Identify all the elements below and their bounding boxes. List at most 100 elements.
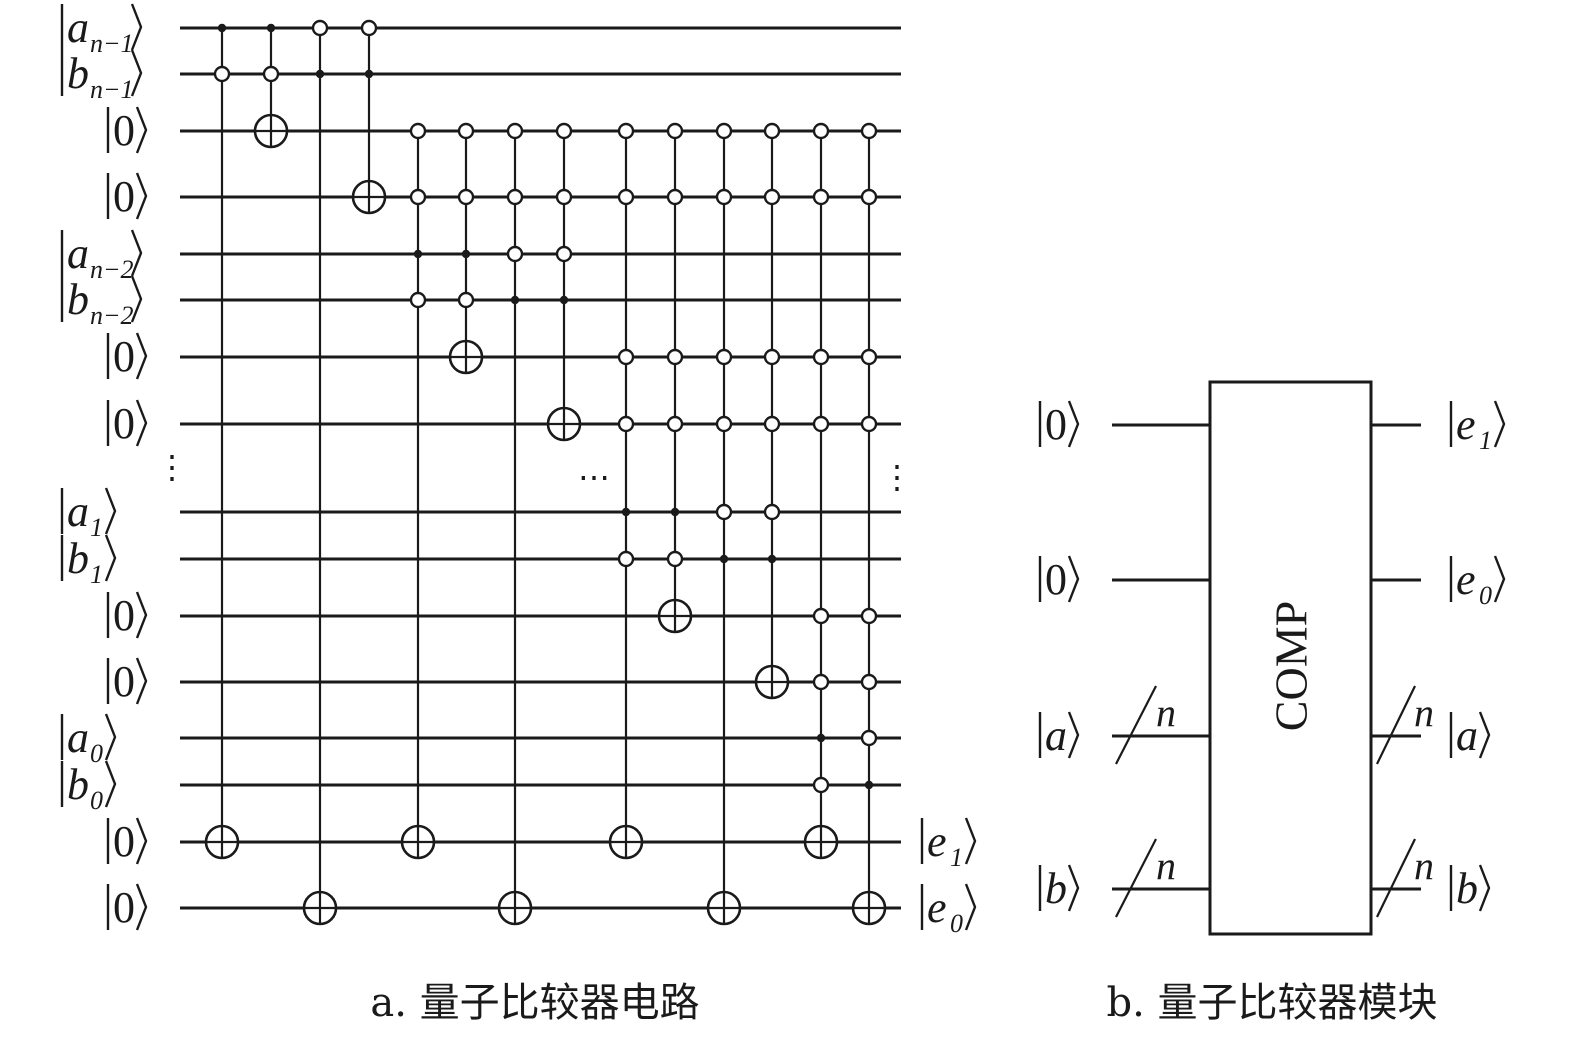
control-dot-filled	[413, 249, 423, 259]
control-dot-open	[360, 19, 378, 37]
target-xor-icon	[253, 113, 289, 149]
control-dot-open	[812, 348, 830, 366]
input-label-1-angle	[130, 49, 143, 97]
target-xor-icon	[851, 890, 887, 926]
control-dot-open	[555, 188, 573, 206]
ellipsis-vertical-right: ⋮	[881, 459, 913, 495]
module-caption: b. 量子比较器模块	[1106, 980, 1437, 1026]
bus-width-label: n	[1156, 843, 1176, 888]
input-label-12-sub: 0	[90, 739, 103, 768]
target-xor-icon	[302, 890, 338, 926]
control-dot-open	[311, 19, 329, 37]
control-dot-filled	[670, 507, 680, 517]
control-dot-open	[715, 188, 733, 206]
input-label-15-angle	[135, 883, 148, 931]
input-label-12-text: a	[67, 713, 89, 762]
gate-11	[754, 122, 790, 700]
control-dot-filled	[461, 249, 471, 259]
input-label-14-angle	[135, 817, 148, 865]
control-dot-open	[812, 607, 830, 625]
input-label-4-angle	[130, 229, 143, 277]
gate-0	[204, 23, 240, 860]
control-dot-open	[812, 415, 830, 433]
output-label-1-text: e	[927, 883, 947, 932]
input-label-2: 0	[106, 106, 148, 155]
input-label-15-text: 0	[113, 883, 135, 932]
input-label-14: 0	[106, 817, 148, 866]
control-dot-open	[617, 415, 635, 433]
bus-slash-icon	[1376, 838, 1416, 918]
input-label-6-text: 0	[113, 332, 135, 381]
control-dot-filled	[510, 295, 520, 305]
control-dot-open	[763, 122, 781, 140]
module-output-label-0-angle	[1493, 400, 1506, 448]
control-dot-open	[666, 122, 684, 140]
module-input-label-0: 0	[1038, 400, 1080, 449]
input-label-11: 0	[106, 657, 148, 706]
control-dot-open	[860, 122, 878, 140]
input-label-8-text: a	[67, 487, 89, 536]
input-label-14-text: 0	[113, 817, 135, 866]
module-input-label-0-text: 0	[1045, 400, 1067, 449]
module-output-label-3-angle	[1478, 864, 1491, 912]
input-label-0-text: a	[67, 3, 89, 52]
target-xor-icon	[400, 824, 436, 860]
target-xor-icon	[497, 890, 533, 926]
input-label-10: 0	[106, 591, 148, 640]
control-dot-open	[457, 188, 475, 206]
control-dot-open	[457, 291, 475, 309]
input-label-0-sub: n−1	[90, 29, 134, 58]
control-dot-open	[666, 415, 684, 433]
control-dot-open	[617, 550, 635, 568]
input-label-8-angle	[104, 487, 117, 535]
control-dot-open	[715, 503, 733, 521]
control-dot-open	[715, 348, 733, 366]
target-xor-icon	[204, 824, 240, 860]
control-dot-open	[860, 188, 878, 206]
module-input-label-0-angle	[1067, 400, 1080, 448]
control-dot-open	[666, 550, 684, 568]
input-label-5-angle	[130, 275, 143, 323]
module-output-label-0-sub: 1	[1479, 426, 1492, 455]
input-label-13-text: b	[67, 760, 89, 809]
control-dot-filled	[266, 23, 276, 33]
control-dot-open	[763, 415, 781, 433]
control-dot-open	[409, 291, 427, 309]
control-dot-filled	[621, 507, 631, 517]
input-label-7: 0	[106, 399, 148, 448]
control-dot-filled	[864, 780, 874, 790]
gate-4	[400, 122, 436, 860]
input-label-9-angle	[104, 534, 117, 582]
input-label-3: 0	[106, 172, 148, 221]
input-label-1-text: b	[67, 49, 89, 98]
gate-2	[302, 19, 338, 926]
bus-width-label: n	[1414, 690, 1434, 735]
control-dot-open	[860, 673, 878, 691]
input-label-1-sub: n−1	[90, 75, 134, 104]
module-output-label-0-text: e	[1456, 400, 1476, 449]
comp-box-label: COMP	[1266, 601, 1317, 731]
gate-8	[608, 122, 644, 860]
input-label-13-sub: 0	[90, 786, 103, 815]
control-dot-open	[457, 122, 475, 140]
input-label-8-sub: 1	[90, 513, 103, 542]
input-label-3-text: 0	[113, 172, 135, 221]
module-input-label-3-text: b	[1045, 864, 1067, 913]
bus-width-label: n	[1156, 690, 1176, 735]
bus-slash-icon	[1115, 838, 1157, 918]
control-dot-open	[666, 188, 684, 206]
input-label-15: 0	[106, 883, 148, 932]
gate-1	[253, 23, 289, 149]
control-dot-open	[666, 348, 684, 366]
module-input-label-3: b	[1038, 864, 1080, 913]
control-dot-filled	[217, 23, 227, 33]
